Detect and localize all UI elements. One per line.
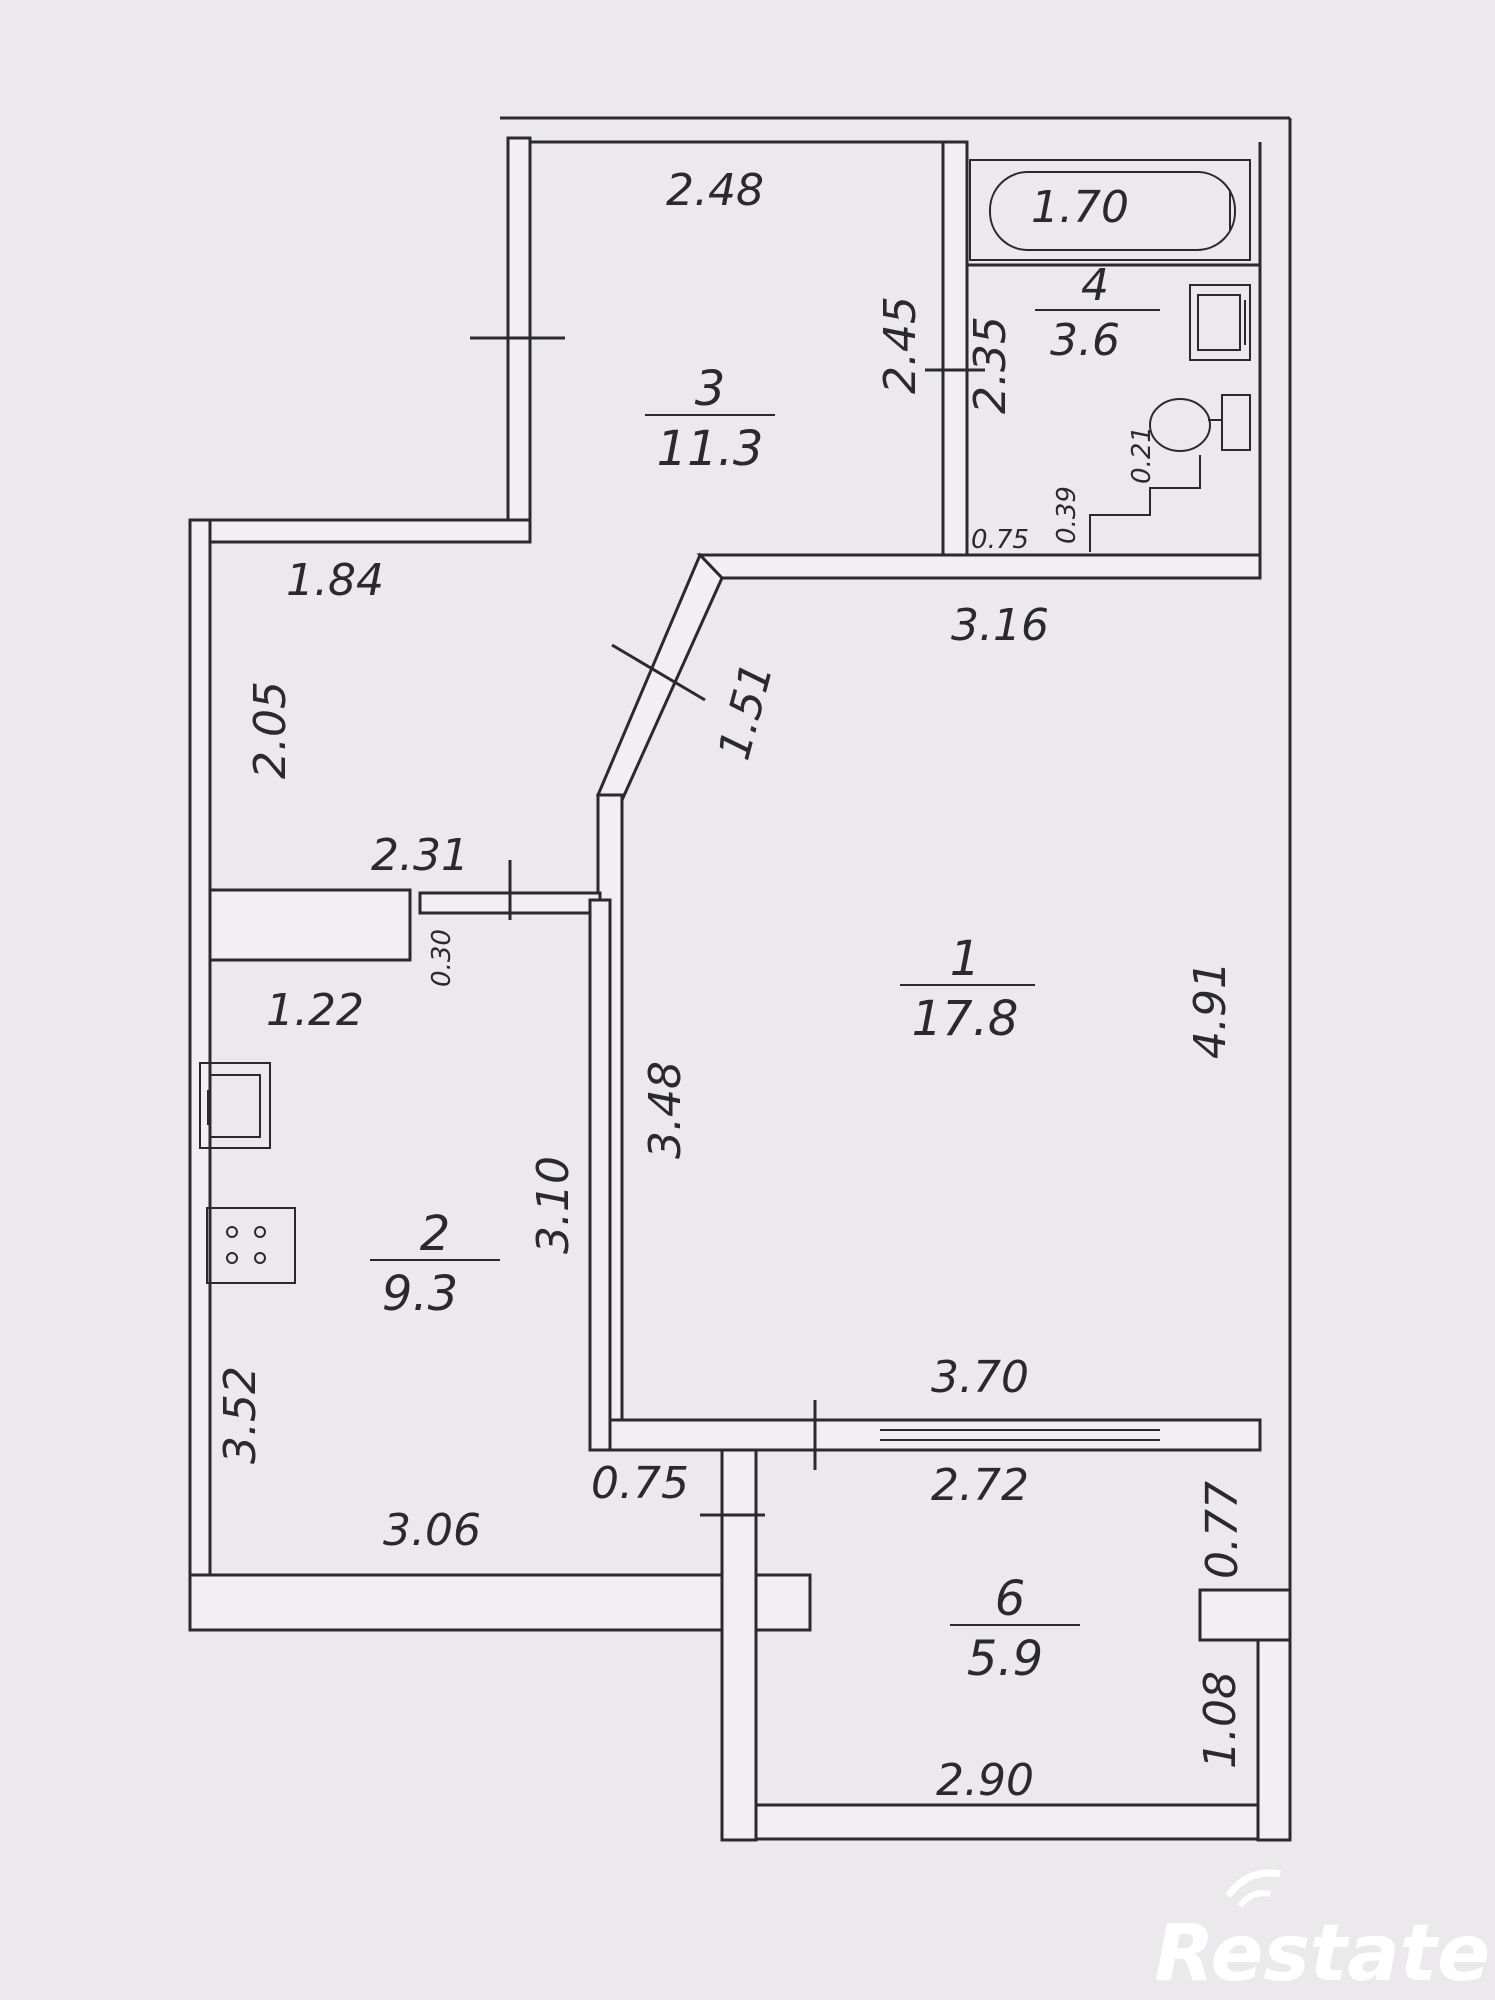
dim-bath-door: 0.75 (971, 525, 1029, 555)
dim-kitchen-left: 3.52 (215, 1366, 266, 1464)
wc-step (1089, 455, 1201, 552)
dimension-labels: 2.48 2.45 1.70 2.35 0.21 0.39 0.75 1.84 … (215, 165, 1248, 1806)
bathtub-icon (969, 159, 1251, 261)
toilet-icon (1149, 394, 1251, 452)
dim-r1-right: 4.91 (1185, 961, 1236, 1059)
sink-icon (1189, 284, 1251, 361)
room-area: 5.9 (967, 1631, 1043, 1687)
restate-logo: Restate (1154, 1869, 1490, 1999)
stove-icon (206, 1207, 296, 1284)
room-number: 2 (420, 1206, 451, 1262)
room-6-label: 6 5.9 (950, 1571, 1080, 1687)
dim-r1-left: 3.48 (640, 1061, 691, 1159)
dim-balcony-right-top: 0.77 (1197, 1481, 1248, 1579)
room-number: 6 (995, 1571, 1026, 1627)
dim-wc-step-b: 0.39 (1052, 486, 1082, 544)
dim-balcony-right-bottom: 1.08 (1195, 1671, 1246, 1769)
room-4-label: 4 3.6 (1035, 260, 1160, 366)
room-number: 4 (1081, 260, 1109, 311)
dim-r1-top: 3.16 (951, 600, 1049, 651)
interior-walls (208, 140, 1262, 1470)
logo-text: Restate (1154, 1909, 1490, 1999)
dim-r3-right: 2.45 (875, 296, 926, 394)
dim-kitchen-door: 0.75 (591, 1458, 689, 1509)
room-area: 11.3 (657, 421, 764, 477)
kitchen-sink-icon (199, 1062, 271, 1149)
dim-hall-top: 1.84 (286, 555, 384, 606)
dim-hall-mid: 2.31 (371, 830, 469, 881)
room-number: 3 (695, 361, 726, 417)
room-2-label: 2 9.3 (370, 1206, 500, 1322)
room-area: 3.6 (1050, 315, 1120, 366)
dim-balcony-top: 2.72 (931, 1460, 1029, 1511)
dim-r3-top: 2.48 (666, 165, 764, 216)
dim-niche-depth: 0.30 (427, 929, 457, 987)
dim-kitchen-bottom: 3.06 (383, 1505, 481, 1556)
dim-wc-step-a: 0.21 (1127, 426, 1157, 484)
dim-kitchen-right: 3.10 (528, 1156, 579, 1254)
room-1-label: 1 17.8 (900, 931, 1035, 1047)
room-number: 1 (950, 931, 981, 987)
dim-bath-side: 2.35 (965, 316, 1016, 414)
room-area: 17.8 (912, 991, 1019, 1047)
dim-r1-bottom: 3.70 (931, 1352, 1029, 1403)
dim-bath-tub: 1.70 (1031, 182, 1129, 233)
dim-niche-width: 1.22 (266, 985, 364, 1036)
room-area: 9.3 (382, 1266, 458, 1322)
dim-r1-diag: 1.51 (709, 657, 784, 765)
dim-hall-left: 2.05 (245, 681, 296, 779)
room-3-label: 3 11.3 (645, 361, 775, 477)
outer-walls (188, 116, 1292, 1842)
dim-balcony-bottom: 2.90 (936, 1755, 1034, 1806)
